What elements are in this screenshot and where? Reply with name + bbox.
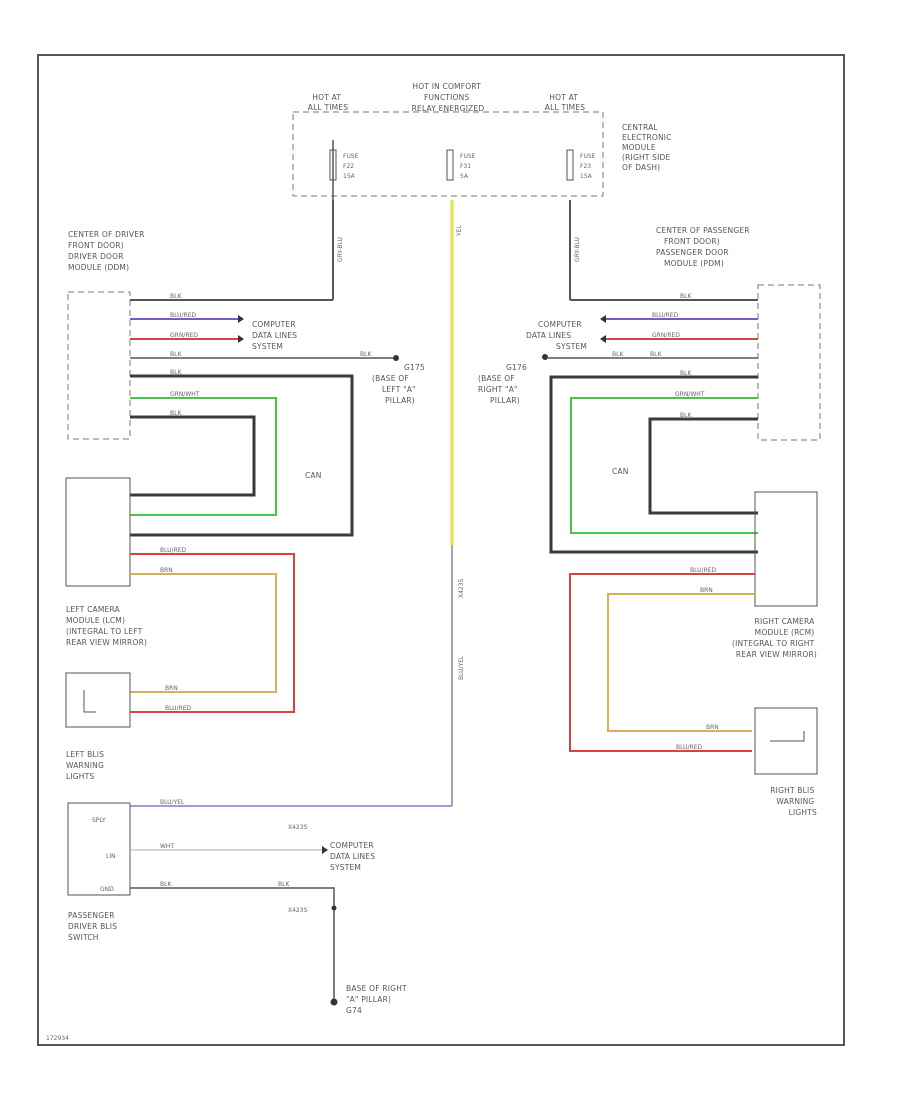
- wire-label-bluyel-h: BLU/YEL: [160, 799, 185, 806]
- hot-at-all-times-right-label: HOT AT ALL TIMES: [545, 93, 585, 112]
- arrow-right-2: [600, 335, 606, 343]
- arrow-left-2: [238, 335, 244, 343]
- hot-in-comfort-label: HOT IN COMFORT FUNCTIONS RELAY ENERGIZED: [412, 82, 485, 113]
- lw-blured2: BLU/RED: [160, 547, 187, 554]
- cem-label: CENTRAL ELECTRONIC MODULE (RIGHT SIDE OF…: [622, 123, 674, 172]
- wire-label-yel: YEL: [456, 225, 463, 237]
- switch-pin-lin: LIN: [106, 853, 116, 860]
- wire-label-blk-gnd: BLK: [160, 881, 172, 888]
- switch-label: PASSENGER DRIVER BLIS SWITCH: [68, 911, 120, 942]
- right-blis-label: RIGHT BLIS WARNING LIGHTS: [770, 786, 817, 817]
- rw-blk2: BLK: [612, 351, 624, 358]
- computer-data-lines-left-label: COMPUTER DATA LINES SYSTEM: [252, 320, 300, 351]
- rw-grnwht: GRN/WHT: [675, 391, 705, 398]
- lw-grnwht: GRN/WHT: [170, 391, 200, 398]
- arrow-right-1: [600, 315, 606, 323]
- switch-pin-gnd: GND: [100, 886, 114, 893]
- arrow-bottom: [322, 846, 328, 854]
- passenger-door-module-label: CENTER OF PASSENGER FRONT DOOR) PASSENGE…: [656, 226, 752, 268]
- left-camera-label: LEFT CAMERA MODULE (LCM) (INTEGRAL TO LE…: [66, 605, 147, 647]
- ground-bottom-dot: [330, 998, 338, 1006]
- switch-pin-sply: SPLY: [92, 817, 106, 824]
- right-camera-module: [754, 491, 818, 607]
- right-blis-lights: [754, 707, 818, 775]
- driver-door-module-box: [67, 291, 131, 440]
- ground-right-label: G176 (BASE OF RIGHT "A" PILLAR): [478, 363, 530, 405]
- wire-label-wht: WHT: [160, 843, 174, 850]
- left-blis-lights: [65, 672, 131, 728]
- rw-blk: BLK: [680, 293, 692, 300]
- lw-nblk2: BLK: [170, 410, 182, 417]
- connector-x-label: X423S: [458, 578, 465, 598]
- blis-switch: [67, 802, 131, 896]
- left-wires: [130, 299, 395, 537]
- computer-data-lines-right-label: COMPUTER DATA LINES SYSTEM: [526, 320, 587, 351]
- cem-box: [292, 111, 604, 197]
- wire-right-tan: [607, 593, 755, 732]
- wire-right-red: [569, 573, 755, 752]
- wire-left-tan: [130, 573, 277, 693]
- ground-bottom-label: BASE OF RIGHT "A" PILLAR) G74: [346, 984, 409, 1015]
- left-blis-label: LEFT BLIS WARNING LIGHTS: [66, 750, 107, 781]
- connector-label-top: X423S: [288, 824, 308, 831]
- rw-brn: BRN: [700, 587, 713, 594]
- rw-nblk: BLK: [680, 370, 692, 377]
- splice-dot: [331, 905, 337, 911]
- connector-label-bottom: X423S: [288, 907, 308, 914]
- rw-grnred: GRN/RED: [652, 332, 680, 339]
- lw-blured3: BLU/RED: [165, 705, 192, 712]
- left-camera-module: [65, 477, 131, 587]
- lw-nblk: BLK: [170, 369, 182, 376]
- wire-label-gry-blu-right: GRY-BLU: [574, 237, 581, 262]
- ground-left-label: G175 (BASE OF LEFT "A" PILLAR): [372, 363, 428, 405]
- wire-label-bluyel-v: BLU/YEL: [458, 655, 465, 680]
- rw-blured2: BLU/RED: [690, 567, 717, 574]
- lw-blured: BLU/RED: [170, 312, 197, 319]
- rw-brn2: BRN: [706, 724, 719, 731]
- lw-brn2: BRN: [165, 685, 178, 692]
- rw-nblk2: BLK: [680, 412, 692, 419]
- computer-data-lines-bottom-label: COMPUTER DATA LINES SYSTEM: [330, 841, 378, 872]
- right-camera-label: RIGHT CAMERA MODULE (RCM) (INTEGRAL TO R…: [732, 617, 817, 659]
- hot-at-all-times-left-label: HOT AT ALL TIMES: [308, 93, 348, 112]
- right-wires: [548, 299, 758, 554]
- can-left-label: CAN: [305, 471, 322, 480]
- ground-left-dot: [393, 355, 399, 361]
- wire-left-red: [130, 553, 295, 713]
- lw-blk2: BLK: [170, 351, 182, 358]
- wire-gnd: [130, 887, 335, 1000]
- figure-id: 172934: [46, 1035, 69, 1042]
- rw-blk3: BLK: [650, 351, 662, 358]
- ground-right-dot: [542, 354, 548, 360]
- lw-brn: BRN: [160, 567, 173, 574]
- wire-label-blk-gnd2: BLK: [278, 881, 290, 888]
- wire-label-gry-blu-left: GRY-BLU: [337, 237, 344, 262]
- arrow-left-1: [238, 315, 244, 323]
- can-right-label: CAN: [612, 467, 629, 476]
- driver-door-module-label: CENTER OF DRIVER FRONT DOOR) DRIVER DOOR…: [68, 230, 147, 272]
- lw-blk: BLK: [170, 293, 182, 300]
- rw-blured3: BLU/RED: [676, 744, 703, 751]
- passenger-door-module-box: [757, 284, 821, 441]
- lw-blk3: BLK: [360, 351, 372, 358]
- rw-blured: BLU/RED: [652, 312, 679, 319]
- lw-grnred: GRN/RED: [170, 332, 198, 339]
- diagram-border: [37, 54, 845, 1046]
